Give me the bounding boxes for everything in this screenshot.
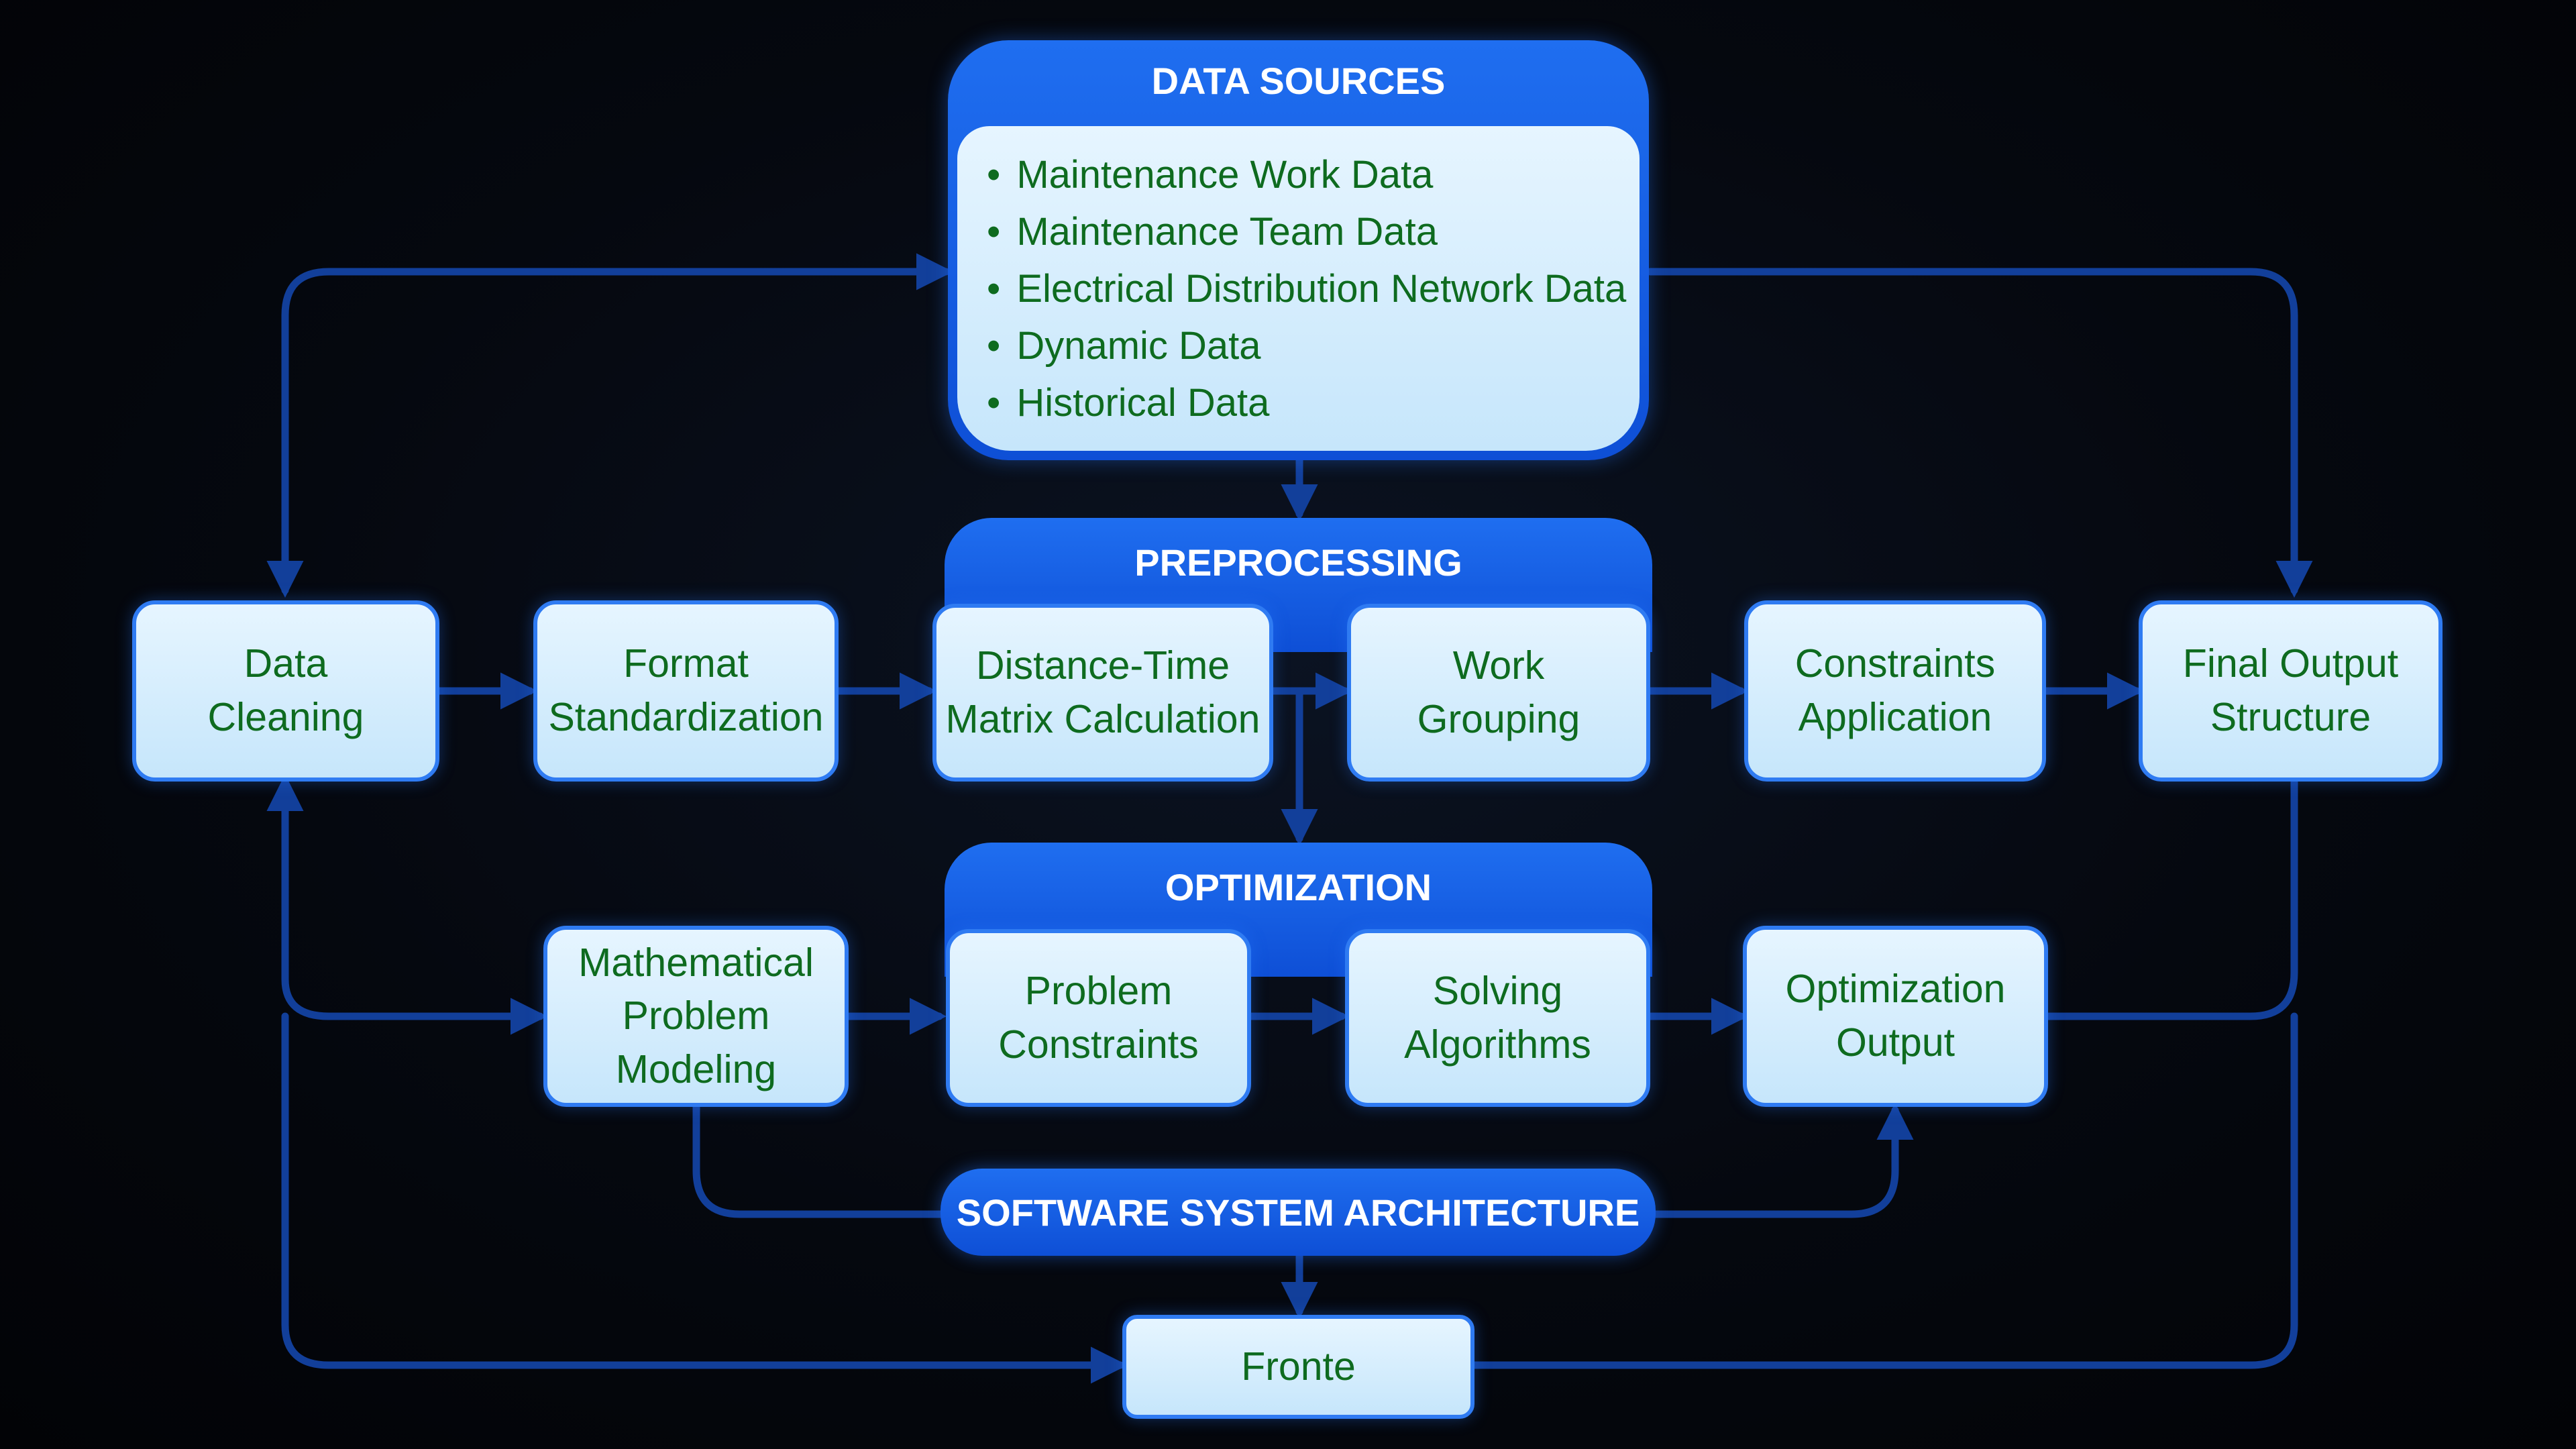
data-sources-box: DATA SOURCES Maintenance Work Data Maint… — [948, 40, 1649, 460]
node-label-line: Application — [1798, 695, 1992, 739]
optimization-header: OPTIMIZATION — [945, 843, 1652, 977]
software-architecture-title: SOFTWARE SYSTEM ARCHITECTURE — [956, 1191, 1640, 1234]
frontend-node: Fronte — [1122, 1315, 1474, 1419]
data-source-item: Electrical Distribution Network Data — [987, 260, 1640, 317]
data-source-item: Dynamic Data — [987, 317, 1640, 374]
optimization-output-node: Optimization Output — [1743, 926, 2048, 1107]
node-label-line: Cleaning — [207, 695, 364, 739]
node-label-line: Structure — [2210, 695, 2371, 739]
data-source-item: Historical Data — [987, 374, 1640, 431]
node-label-line: Work — [1452, 643, 1545, 688]
node-label-line: Mathematical — [578, 940, 814, 985]
mathematical-modeling-node: Mathematical Problem Modeling — [543, 926, 849, 1107]
connector-architecture-output — [1652, 1103, 1914, 1218]
node-label-line: Grouping — [1417, 696, 1580, 741]
node-label-line: Constraints — [1794, 641, 1996, 686]
node-label-line: Format — [623, 641, 749, 686]
node-label-line: Data — [244, 641, 328, 686]
node-label-line: Output — [1835, 1020, 1955, 1065]
node-label-line: Modeling — [615, 1046, 777, 1091]
node-label-line: Problem — [622, 994, 770, 1038]
node-label-line: Solving — [1432, 968, 1563, 1013]
node-label-line: Final Output — [2182, 641, 2399, 686]
connector-sources-cleaning — [266, 253, 953, 598]
data-source-item: Maintenance Team Data — [987, 203, 1640, 260]
data-source-item: Maintenance Work Data — [987, 146, 1640, 203]
constraints-application-node: Constraints Application — [1744, 600, 2046, 782]
node-label-line: Standardization — [548, 695, 824, 739]
connector-sources-final — [1646, 268, 2313, 598]
distance-time-matrix-node: Distance-Time Matrix Calculation — [932, 604, 1273, 782]
node-label-line: Algorithms — [1404, 1022, 1591, 1067]
connector-modeling-architecture — [692, 1103, 945, 1218]
node-label-line: Optimization — [1785, 967, 2006, 1012]
software-architecture-pill: SOFTWARE SYSTEM ARCHITECTURE — [941, 1169, 1656, 1256]
data-sources-panel: Maintenance Work Data Maintenance Team D… — [957, 126, 1640, 451]
frontend-label: Fronte — [1241, 1344, 1356, 1389]
solving-algorithms-node: Solving Algorithms — [1345, 929, 1650, 1107]
final-output-structure-node: Final Output Structure — [2139, 600, 2443, 782]
node-label-line: Matrix Calculation — [945, 696, 1260, 741]
node-label-line: Problem — [1024, 968, 1173, 1013]
preprocessing-title: PREPROCESSING — [1134, 541, 1462, 584]
data-sources-title: DATA SOURCES — [1151, 60, 1446, 102]
work-grouping-node: Work Grouping — [1347, 604, 1650, 782]
format-standardization-node: Format Standardization — [533, 600, 839, 782]
node-label-line: Constraints — [998, 1022, 1199, 1067]
connector-output-final — [2042, 777, 2298, 1020]
problem-constraints-node: Problem Constraints — [946, 929, 1251, 1107]
node-label-line: Distance-Time — [975, 643, 1230, 688]
data-cleaning-node: Data Cleaning — [132, 600, 439, 782]
data-sources-list: Maintenance Work Data Maintenance Team D… — [987, 146, 1640, 431]
connector-cleaning-modeling — [266, 774, 547, 1035]
optimization-title: OPTIMIZATION — [1165, 866, 1432, 908]
